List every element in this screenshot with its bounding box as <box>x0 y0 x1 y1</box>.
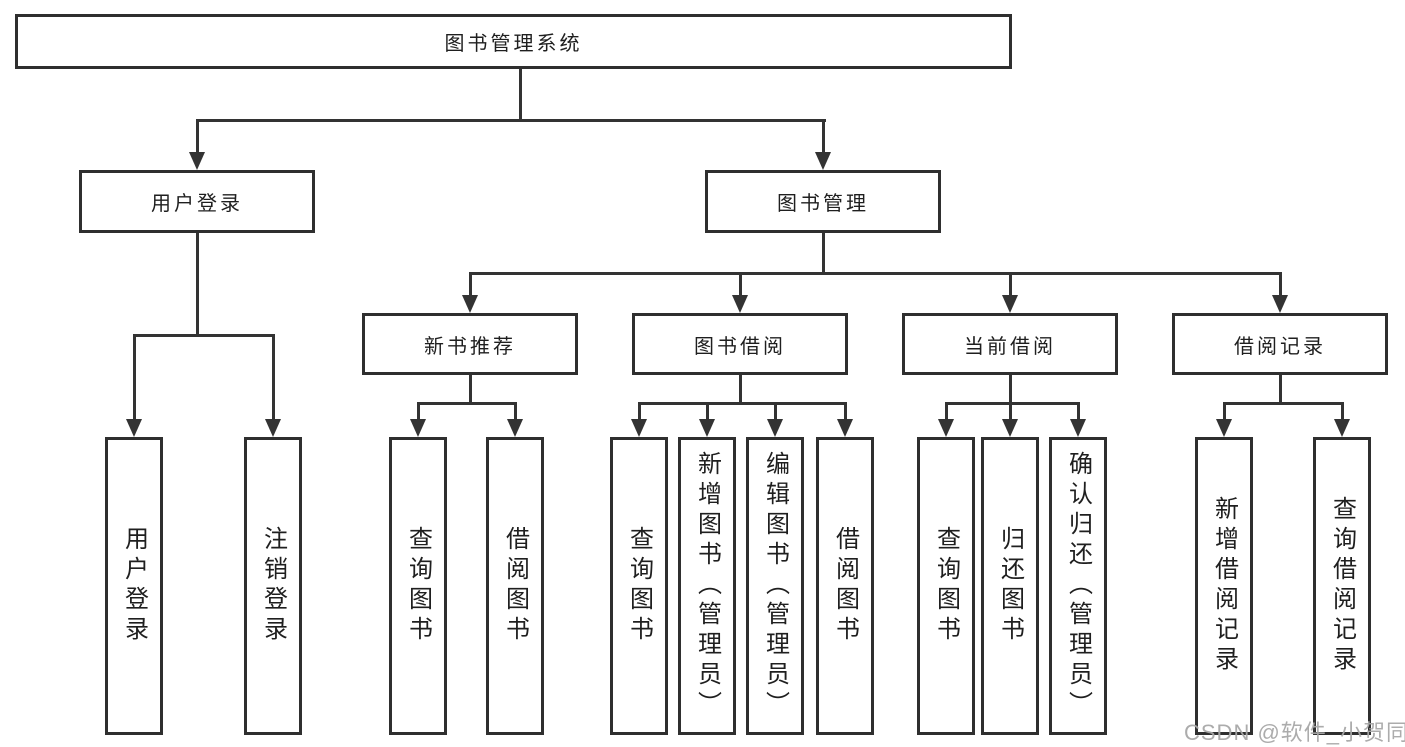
connector-drop <box>739 272 742 298</box>
node-label: 图书管理系统 <box>444 33 583 55</box>
arrow-down-icon <box>767 419 783 437</box>
connector-drop <box>417 402 420 422</box>
node-label: 当前借阅 <box>964 335 1056 358</box>
arrow-down-icon <box>699 419 715 437</box>
connector-l2-bus <box>196 119 826 122</box>
connector-drop <box>945 402 948 422</box>
node-leaf-query-books-2: 查询图书 <box>610 437 668 735</box>
connector-mgmt-stem <box>822 231 825 275</box>
arrow-down-icon <box>1334 419 1350 437</box>
connector-drop <box>774 402 777 422</box>
arrow-down-icon <box>732 295 748 313</box>
node-label: 归还图书 <box>996 526 1024 646</box>
connector-drop <box>1009 272 1012 298</box>
arrow-down-icon <box>631 419 647 437</box>
node-label: 借阅图书 <box>501 526 529 646</box>
connector-drop <box>469 272 472 298</box>
arrow-down-icon <box>1272 295 1288 313</box>
node-leaf-borrow-books-1: 借阅图书 <box>486 437 544 735</box>
connector-stem <box>1279 373 1282 405</box>
node-book-borrowing: 图书借阅 <box>632 313 848 375</box>
connector-drop <box>706 402 709 422</box>
node-label: 借阅记录 <box>1234 335 1326 358</box>
node-label: 新增图书（管理员） <box>693 451 721 721</box>
connector-bus <box>417 402 517 405</box>
connector-drop <box>133 334 136 422</box>
node-leaf-confirm-return-admin: 确认归还（管理员） <box>1049 437 1107 735</box>
node-borrowing-records: 借阅记录 <box>1172 313 1388 375</box>
arrow-down-icon <box>126 419 142 437</box>
node-label: 用户登录 <box>120 526 148 646</box>
arrow-down-icon <box>410 419 426 437</box>
arrow-down-icon <box>507 419 523 437</box>
node-library-management-system: 图书管理系统 <box>15 14 1012 69</box>
connector-drop <box>638 402 641 422</box>
arrow-down-icon <box>1002 295 1018 313</box>
arrow-down-icon <box>189 152 205 170</box>
arrow-down-icon <box>938 419 954 437</box>
connector-drop <box>1223 402 1226 422</box>
arrow-down-icon <box>1002 419 1018 437</box>
node-label: 图书管理 <box>777 193 869 215</box>
node-label: 确认归还（管理员） <box>1064 451 1092 721</box>
arrow-down-icon <box>462 295 478 313</box>
connector-drop <box>822 119 825 155</box>
node-leaf-logout: 注销登录 <box>244 437 302 735</box>
node-new-book-recommend: 新书推荐 <box>362 313 578 375</box>
node-leaf-borrow-books-2: 借阅图书 <box>816 437 874 735</box>
connector-drop <box>272 334 275 422</box>
connector-stem <box>1009 373 1012 405</box>
connector-l3-bus <box>469 272 1282 275</box>
node-label: 查询图书 <box>404 526 432 646</box>
node-leaf-user-login: 用户登录 <box>105 437 163 735</box>
node-label: 编辑图书（管理员） <box>761 451 789 721</box>
connector-drop <box>196 119 199 155</box>
connector-stem <box>739 373 742 405</box>
node-leaf-edit-books-admin: 编辑图书（管理员） <box>746 437 804 735</box>
connector-root-stem <box>519 68 522 121</box>
connector-login-stem <box>196 231 199 337</box>
node-label: 用户登录 <box>151 193 243 215</box>
node-leaf-query-borrow-record: 查询借阅记录 <box>1313 437 1371 735</box>
arrow-down-icon <box>1070 419 1086 437</box>
connector-bus <box>638 402 847 405</box>
node-leaf-add-books-admin: 新增图书（管理员） <box>678 437 736 735</box>
connector-bus <box>1223 402 1344 405</box>
node-label: 图书借阅 <box>694 335 786 358</box>
csdn-watermark: CSDN @软件_小贺同学 <box>1184 720 1405 745</box>
node-leaf-return-books: 归还图书 <box>981 437 1039 735</box>
node-leaf-query-books-1: 查询图书 <box>389 437 447 735</box>
node-label: 查询图书 <box>932 526 960 646</box>
node-label: 查询借阅记录 <box>1328 496 1356 676</box>
node-leaf-query-books-3: 查询图书 <box>917 437 975 735</box>
node-label: 查询图书 <box>625 526 653 646</box>
arrow-down-icon <box>837 419 853 437</box>
arrow-down-icon <box>265 419 281 437</box>
node-current-borrowing: 当前借阅 <box>902 313 1118 375</box>
connector-drop <box>1279 272 1282 298</box>
connector-bus <box>945 402 1080 405</box>
node-label: 注销登录 <box>259 526 287 646</box>
node-user-login: 用户登录 <box>79 170 315 233</box>
connector-drop <box>844 402 847 422</box>
node-label: 新书推荐 <box>424 335 516 358</box>
node-label: 借阅图书 <box>831 526 859 646</box>
arrow-down-icon <box>1216 419 1232 437</box>
connector-drop <box>1009 402 1012 422</box>
node-book-management: 图书管理 <box>705 170 941 233</box>
connector-login-bus <box>133 334 275 337</box>
connector-drop <box>1341 402 1344 422</box>
node-label: 新增借阅记录 <box>1210 496 1238 676</box>
connector-drop <box>514 402 517 422</box>
connector-stem <box>469 373 472 405</box>
arrow-down-icon <box>815 152 831 170</box>
connector-drop <box>1077 402 1080 422</box>
node-leaf-add-borrow-record: 新增借阅记录 <box>1195 437 1253 735</box>
